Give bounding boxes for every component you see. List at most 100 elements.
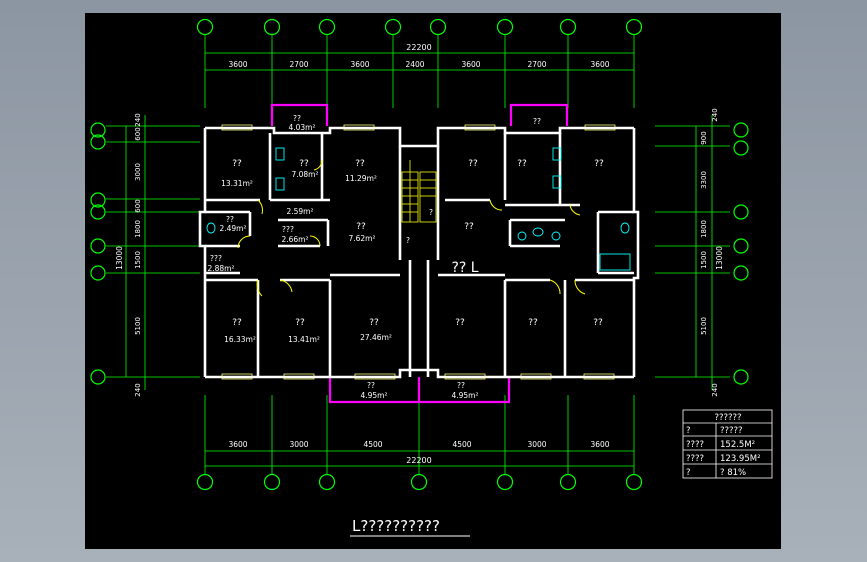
room-name: ?? [533, 117, 541, 126]
room-area: 7.62m² [348, 234, 375, 243]
room-area: 2.49m² [219, 224, 246, 233]
room-area: 2.66m² [281, 235, 308, 244]
right-total-dimension: 13000 [715, 246, 724, 270]
room-area: 16.33m² [224, 335, 256, 344]
top-segment-dimensions: 3600 2700 3600 2400 3600 2700 3600 [228, 60, 609, 69]
room-area: 13.31m² [221, 179, 253, 188]
svg-text:3600: 3600 [228, 60, 247, 69]
room-name: ?? [293, 114, 301, 123]
bottom-axis-lines [204, 395, 635, 475]
top-axis-bubbles [196, 18, 643, 36]
svg-text:1800: 1800 [700, 220, 708, 238]
left-axis-lines [106, 115, 200, 390]
svg-text:4500: 4500 [452, 440, 471, 449]
right-axis-lines [655, 115, 730, 390]
svg-text:600: 600 [134, 199, 142, 212]
svg-text:3600: 3600 [590, 440, 609, 449]
svg-text:3600: 3600 [228, 440, 247, 449]
room-name: ?? [468, 159, 478, 169]
svg-text:1800: 1800 [134, 220, 142, 238]
area-table-text: ?????? ? ????? ???? 152.5M² ???? 123.95M… [686, 413, 760, 478]
room-area: 27.46m² [360, 333, 392, 342]
room-name: ?? [295, 318, 305, 328]
windows [221, 124, 616, 380]
room-name: ?? [232, 318, 242, 328]
drawing-title: L?????????? [352, 517, 440, 535]
room-area: 11.29m² [345, 174, 377, 183]
room-name: ?? [517, 159, 527, 169]
svg-text:2700: 2700 [527, 60, 546, 69]
svg-text:240: 240 [711, 383, 719, 396]
room-name: ?? [367, 381, 375, 390]
area-table-cell: ???? [686, 454, 704, 464]
room-name: ?? [232, 159, 242, 169]
floor-plan-drawing[interactable]: 22200 3600 2700 3600 2400 3600 2700 3600 [85, 13, 781, 549]
drawing-canvas[interactable]: 22200 3600 2700 3600 2400 3600 2700 3600 [85, 13, 781, 549]
area-table-cell: 123.95M² [720, 454, 760, 464]
top-axis-lines [204, 35, 635, 108]
area-table [682, 409, 773, 479]
svg-text:3300: 3300 [700, 171, 708, 189]
building-walls [198, 126, 640, 379]
svg-text:240: 240 [711, 108, 719, 121]
doors [237, 159, 586, 297]
svg-text:240: 240 [134, 383, 142, 396]
room-name: ?? [355, 159, 365, 169]
room-name: ?? [464, 222, 474, 232]
left-total-dimension: 13000 [115, 246, 124, 270]
room-name: ?? [457, 381, 465, 390]
room-area: 2.88m² [207, 264, 234, 273]
room-name: ? [406, 236, 410, 245]
room-name: ?? [369, 318, 379, 328]
svg-text:2400: 2400 [405, 60, 424, 69]
room-name: ?? [299, 159, 309, 169]
room-name: ?? [455, 318, 465, 328]
room-area: 4.95m² [451, 391, 478, 400]
svg-text:240: 240 [134, 113, 142, 126]
room-name: ?? [226, 215, 234, 224]
svg-text:5100: 5100 [700, 317, 708, 335]
room-labels: ?? 4.03m² ?? 13.31m² ?? 7.08m² ?? 11.29m… [207, 114, 604, 400]
area-table-cell: ? [686, 468, 691, 478]
bottom-segment-dimensions: 3600 3000 4500 4500 3000 3600 [228, 440, 609, 449]
right-axis-bubbles [733, 122, 749, 385]
top-total-dimension: 22200 [406, 43, 431, 52]
svg-text:3000: 3000 [134, 163, 142, 181]
svg-text:900: 900 [700, 131, 708, 144]
left-segment-dimensions: 240 600 3000 600 1800 1500 5100 240 [134, 113, 142, 396]
svg-text:3600: 3600 [590, 60, 609, 69]
svg-text:5100: 5100 [134, 317, 142, 335]
room-area: 2.59m² [286, 207, 313, 216]
room-name: ? [429, 208, 433, 217]
bath-fixtures [206, 147, 631, 271]
svg-text:3000: 3000 [527, 440, 546, 449]
svg-text:3000: 3000 [289, 440, 308, 449]
left-axis-bubbles [90, 122, 106, 385]
svg-text:2700: 2700 [289, 60, 308, 69]
svg-text:600: 600 [134, 127, 142, 140]
area-table-cell: 152.5M² [720, 440, 755, 450]
room-area: 4.03m² [288, 123, 315, 132]
svg-text:1500: 1500 [134, 251, 142, 269]
stairwell [401, 160, 437, 223]
area-table-cell: ????? [720, 426, 743, 436]
area-table-header: ?????? [714, 413, 741, 423]
bottom-total-dimension: 22200 [406, 456, 431, 465]
room-area: 7.08m² [291, 170, 318, 179]
unit-type-label: ?? L [451, 260, 478, 276]
svg-text:4500: 4500 [363, 440, 382, 449]
area-table-cell: ???? [686, 440, 704, 450]
area-table-cell: ? [686, 426, 691, 436]
balcony-outlines [270, 103, 569, 404]
bottom-axis-bubbles [196, 473, 643, 491]
room-name: ?? [594, 159, 604, 169]
room-name: ?? [528, 318, 538, 328]
svg-text:3600: 3600 [461, 60, 480, 69]
room-area: 4.95m² [360, 391, 387, 400]
room-name: ?? [593, 318, 603, 328]
right-segment-dimensions: 240 900 3300 1800 1500 5100 240 [700, 108, 719, 396]
room-name: ??? [210, 254, 222, 263]
area-table-cell: ? 81% [720, 468, 746, 478]
room-name: ??? [282, 225, 294, 234]
